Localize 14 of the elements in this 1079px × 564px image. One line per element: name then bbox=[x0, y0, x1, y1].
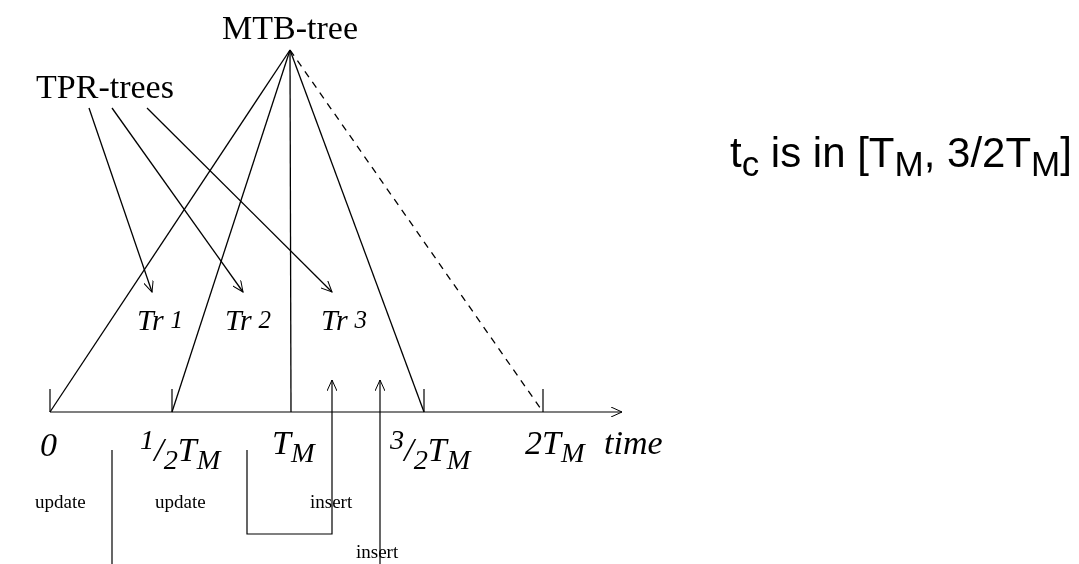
arrow bbox=[146, 107, 333, 293]
event-label: update bbox=[35, 492, 86, 511]
tick-label: 2T$_{M}$ bbox=[525, 426, 585, 468]
arrow bbox=[111, 107, 244, 293]
tick-label: T$_{M}$ bbox=[272, 426, 315, 468]
condition-note: t$_{c}$ is in [T$_{M}$, 3/2T$_{M}$] bbox=[730, 132, 1072, 182]
arrow bbox=[88, 107, 154, 293]
tick-label: $^{3}$/$_{2}$T$_{M}$ bbox=[390, 426, 471, 475]
axis-title: time bbox=[604, 426, 663, 460]
tick-label: $^{1}$/$_{2}$T$_{M}$ bbox=[140, 426, 221, 475]
tick-label: 0 bbox=[40, 428, 57, 462]
tree-label: MTB-tree bbox=[225, 8, 355, 48]
tree-label: TPR-trees bbox=[15, 66, 195, 108]
event-label: update bbox=[155, 492, 206, 511]
